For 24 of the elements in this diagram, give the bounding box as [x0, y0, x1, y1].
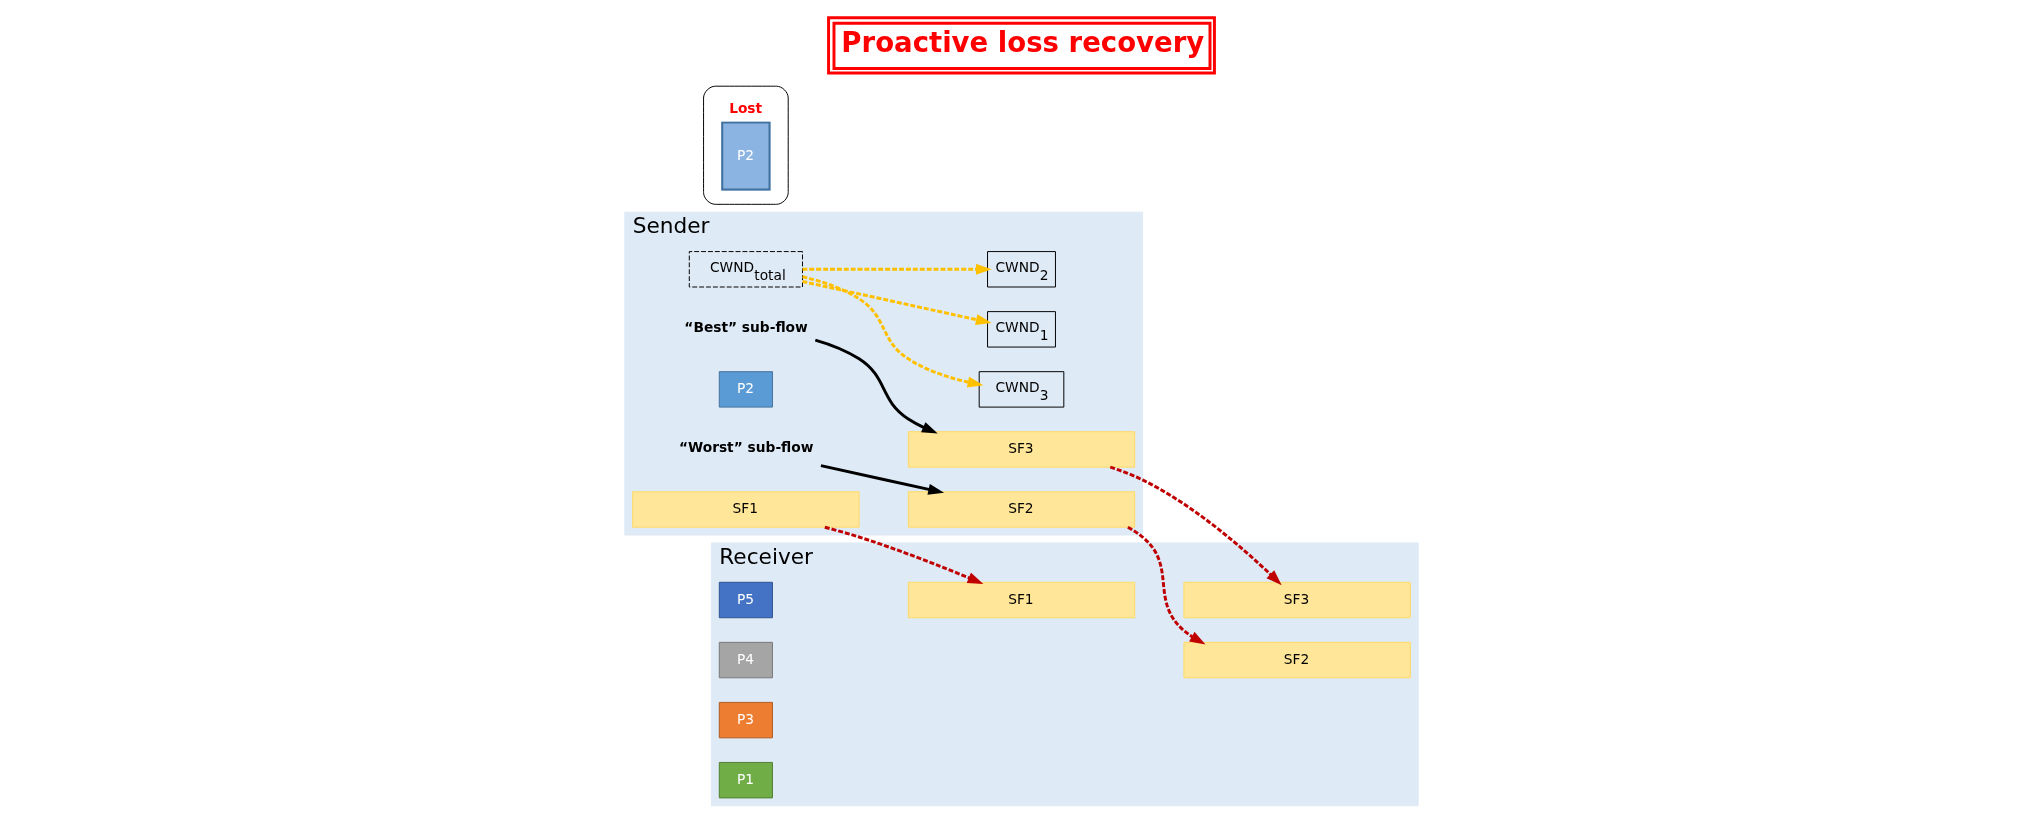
cluster — [703, 85, 789, 205]
arrow — [802, 280, 992, 325]
arrow — [1109, 465, 1282, 586]
node-box: SF2 — [1183, 641, 1411, 679]
arrow — [802, 263, 992, 275]
node-box: SF2 — [907, 491, 1136, 528]
arrow — [814, 338, 938, 434]
node-text: “Best” sub-flow — [684, 318, 808, 335]
node-box: SF1 — [632, 491, 860, 528]
node-box: SF3 — [907, 431, 1136, 468]
node-box: P4 — [718, 641, 773, 679]
arrow — [802, 275, 984, 388]
node-box: P2 — [718, 371, 773, 408]
node-box: P3 — [718, 701, 773, 739]
arrow — [1127, 525, 1206, 645]
diagram-title: Proactive loss recovery — [841, 25, 1205, 58]
node-box: P5 — [718, 581, 773, 619]
node-box: SF3 — [1183, 581, 1411, 619]
node-label: Lost — [729, 99, 763, 116]
arrow — [820, 464, 945, 495]
arrow — [824, 525, 984, 584]
node-box: SF1 — [907, 581, 1136, 619]
node-box: P1 — [718, 761, 773, 799]
node-text: “Worst” sub-flow — [678, 439, 814, 456]
